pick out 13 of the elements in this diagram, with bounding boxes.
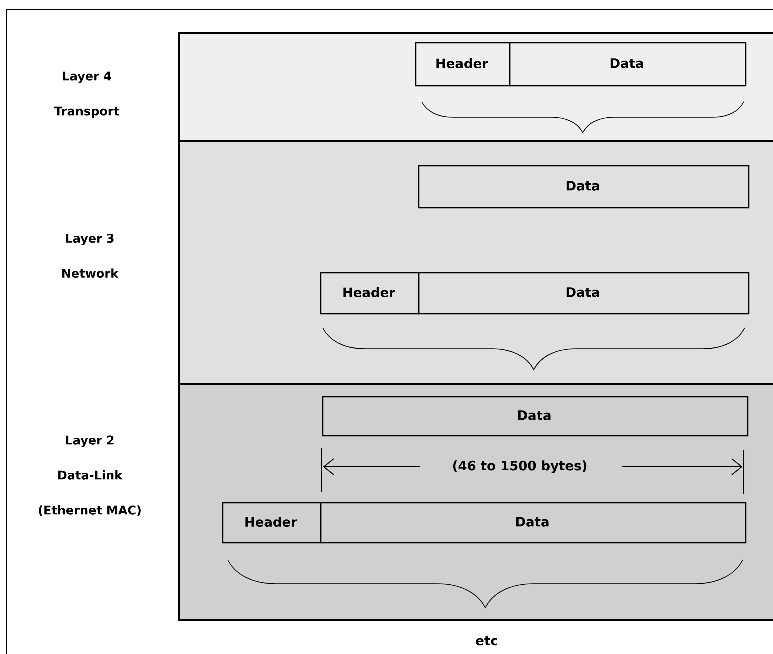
layer-label: Layer 3 Network [62,234,119,278]
data-cell: Data [322,396,749,437]
header-cell: Header [320,272,420,315]
header-cell: Header [222,502,322,544]
data-cell: Data [418,272,750,315]
layer-label: Layer 4 Transport [54,72,120,118]
layer-label: Layer 2 Data-Link (Ethernet MAC) [39,436,141,516]
note-text: etc [476,636,498,646]
data-cell: Data [320,502,747,544]
dimension-label: (46 to 1500 bytes) [451,460,589,474]
data-cell: Data [509,42,747,87]
data-cell: Data [418,165,750,209]
header-cell: Header [415,42,511,87]
